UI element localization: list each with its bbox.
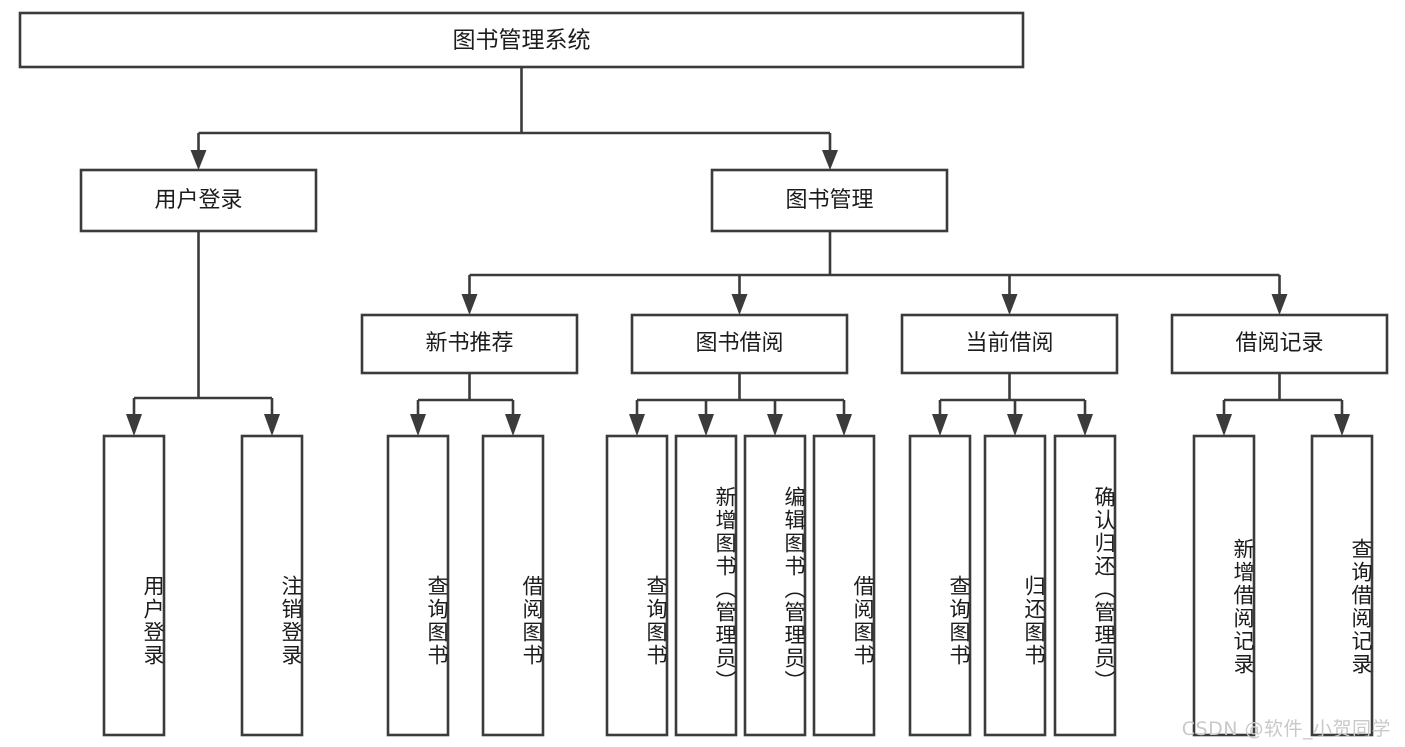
node-leaf-borrow-book-1[interactable] <box>481 434 545 737</box>
node-leaf-add-record[interactable] <box>1192 434 1256 737</box>
arrow-to-user-login <box>190 150 207 170</box>
node-book-management-label: 图书管理 <box>785 188 873 213</box>
arrow-leaf-user-login <box>126 414 142 436</box>
node-leaf-confirm-return[interactable] <box>1053 434 1117 737</box>
node-book-borrow[interactable] <box>630 313 849 375</box>
node-borrow-record[interactable] <box>1170 313 1389 375</box>
node-current-borrow[interactable] <box>900 313 1119 375</box>
arrow-leaf-query-book-2 <box>629 414 645 436</box>
csdn-watermark: CSDN @软件_小贺同学 <box>1181 718 1391 740</box>
arrow-leaf-return-book <box>1007 414 1023 436</box>
node-borrow-record-label: 借阅记录 <box>1235 331 1323 356</box>
node-current-borrow-label: 当前借阅 <box>965 331 1053 356</box>
node-leaf-edit-book[interactable] <box>743 434 807 737</box>
node-leaf-query-book-1[interactable] <box>386 434 450 737</box>
arrow-to-new-book-recommend <box>461 294 478 315</box>
connector-layer <box>126 67 1350 436</box>
arrow-to-book-borrow <box>731 294 748 315</box>
arrow-to-current-borrow <box>1001 294 1018 315</box>
arrow-leaf-logout-login <box>264 414 280 436</box>
node-root[interactable] <box>18 11 1025 69</box>
node-user-login[interactable] <box>79 168 318 233</box>
node-book-borrow-label: 图书借阅 <box>695 331 783 356</box>
arrow-leaf-confirm-return <box>1077 414 1093 436</box>
arrow-to-book-management <box>822 150 838 170</box>
node-layer: 图书管理系统 用户登录 图书管理 新书推荐 图书借阅 当前借阅 借阅记录 <box>18 11 1389 737</box>
arrow-leaf-query-book-1 <box>410 414 426 436</box>
arrow-to-borrow-record <box>1271 294 1288 315</box>
node-leaf-query-book-3[interactable] <box>908 434 972 737</box>
node-leaf-user-login[interactable] <box>102 434 166 737</box>
node-leaf-logout-login[interactable] <box>240 434 304 737</box>
arrow-leaf-edit-book <box>767 414 783 436</box>
arrow-leaf-query-record <box>1334 414 1350 436</box>
node-leaf-query-book-2[interactable] <box>605 434 669 737</box>
arrow-leaf-add-record <box>1216 414 1232 436</box>
node-leaf-borrow-book-2[interactable] <box>812 434 876 737</box>
node-book-management[interactable] <box>710 168 949 233</box>
arrow-leaf-add-book <box>698 414 714 436</box>
node-leaf-add-book[interactable] <box>674 434 738 737</box>
node-new-book-recommend[interactable] <box>360 313 579 375</box>
node-leaf-query-record[interactable] <box>1310 434 1374 737</box>
node-leaf-return-book[interactable] <box>983 434 1047 737</box>
node-new-book-recommend-label: 新书推荐 <box>425 331 513 356</box>
arrow-leaf-borrow-book-1 <box>505 414 521 436</box>
node-user-login-label: 用户登录 <box>154 188 242 213</box>
node-root-label: 图书管理系统 <box>453 28 591 54</box>
arrow-leaf-borrow-book-2 <box>836 414 852 436</box>
arrow-leaf-query-book-3 <box>932 414 948 436</box>
